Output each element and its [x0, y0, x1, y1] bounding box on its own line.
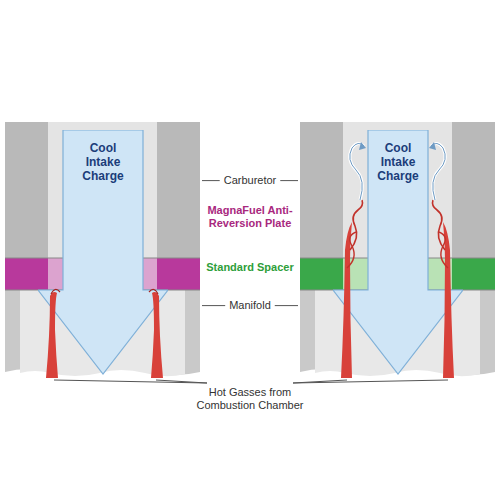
intake-arrow: Cool Intake Charge [333, 130, 463, 376]
carburetor-wall [300, 122, 343, 258]
reversion-swirl [431, 143, 445, 200]
swirl-arrowhead [359, 142, 366, 150]
intake-arrow: Cool Intake Charge [38, 130, 168, 376]
hot-gas-swirl [439, 232, 448, 268]
right-panel [300, 122, 495, 376]
hot-gas-swirl [350, 200, 363, 250]
arrow-label: Cool Intake Charge [370, 142, 426, 183]
hot-gas-swirl [433, 200, 446, 250]
carburetor-wall [452, 122, 495, 258]
hot-gas-swirl [347, 232, 356, 268]
hot-gas-flame [443, 222, 454, 378]
leader-line [202, 180, 220, 181]
leader-line [54, 380, 207, 383]
part-label: Carburetor [224, 174, 277, 187]
reversion-swirl [350, 143, 364, 200]
arrow-outline [38, 130, 168, 374]
arrow-label: Cool Intake Charge [71, 142, 135, 183]
left-panel [5, 122, 200, 376]
reversion-swirl [350, 143, 364, 200]
leader-line [156, 380, 207, 383]
flame-hook [149, 289, 158, 294]
hot-gas-flame [341, 222, 352, 378]
hot-gas-flame [151, 292, 163, 378]
leader-line [280, 180, 298, 181]
part-label: MagnaFuel Anti-Reversion Plate [203, 204, 297, 230]
carburetor-wall [157, 122, 200, 258]
callout-label: Hot Gasses from Combustion Chamber [195, 386, 305, 412]
hot-gas-flame [46, 292, 58, 378]
leader-line [275, 305, 298, 306]
arrow-outline [333, 130, 463, 374]
reversion-swirl [431, 143, 445, 200]
leader-line [202, 305, 225, 306]
swirl-arrowhead [429, 142, 436, 150]
carburetor-wall [5, 122, 48, 258]
leader-line [293, 380, 448, 383]
part-label: Manifold [229, 299, 271, 312]
flame-hook [51, 289, 60, 294]
part-label: Standard Spacer [206, 261, 293, 274]
